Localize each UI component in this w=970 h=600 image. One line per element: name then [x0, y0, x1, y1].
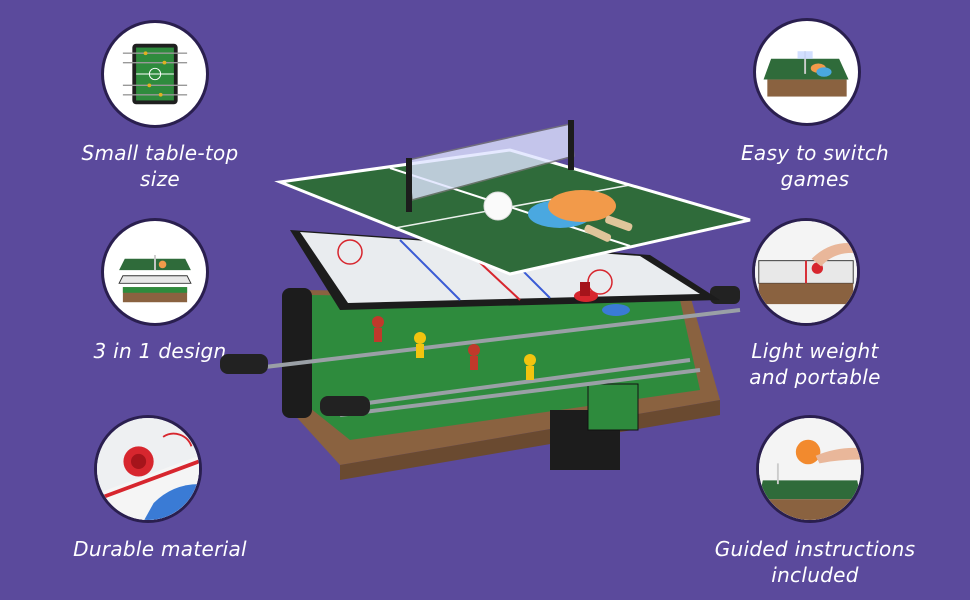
feature-label-three-in-one: 3 in 1 design — [93, 339, 227, 363]
feature-label-small-size: Small table-top size — [81, 141, 239, 191]
feature-label-light-weight: Light weight and portable — [749, 339, 881, 389]
foosball-rods — [239, 308, 741, 417]
foosball-players — [372, 316, 536, 380]
hand-air-hockey-icon — [752, 218, 860, 326]
hand-paddle-icon — [756, 415, 864, 523]
air-hockey-mallet-icon — [94, 415, 202, 523]
3-in-1-game-table-illustration — [220, 120, 751, 480]
ping-pong-paddles — [528, 190, 633, 242]
feature-label-instructions: Guided instructions included — [714, 537, 916, 587]
ping-pong-net — [406, 120, 575, 212]
stacked-tables-icon — [101, 218, 209, 326]
ping-pong-ball — [483, 191, 513, 221]
feature-label-durable: Durable material — [73, 537, 247, 561]
ping-pong-table-icon — [753, 18, 861, 126]
foosball-top-view-icon — [101, 20, 209, 128]
feature-label-easy-switch: Easy to switch games — [741, 141, 889, 191]
foosball-base — [282, 288, 720, 480]
